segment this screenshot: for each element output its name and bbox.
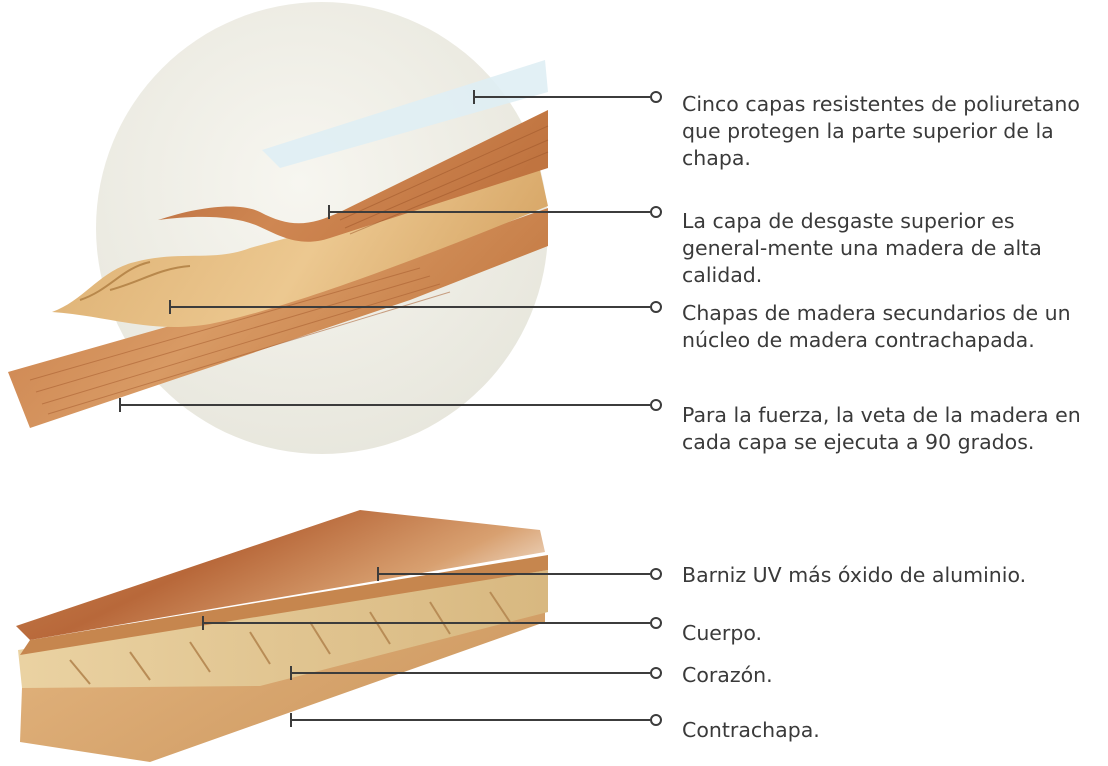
bottom-veneer — [8, 208, 548, 428]
leader-line-8 — [290, 713, 662, 727]
top-plank-veneer — [16, 510, 545, 640]
leader-lines — [119, 90, 662, 727]
core-strip-joints — [69, 591, 511, 685]
label-backing: Contrachapa. — [682, 718, 820, 742]
leader-line-1 — [473, 90, 662, 104]
bottom-veneer-grain — [29, 267, 451, 415]
leader-line-4 — [119, 398, 662, 412]
polyurethane-coat — [262, 60, 548, 168]
label-body: Cuerpo. — [682, 621, 763, 645]
label-secondary-veneers: Chapas de madera secundarios de un núcle… — [682, 301, 1071, 352]
bottom-illustration — [16, 510, 548, 762]
leader-line-6 — [202, 616, 662, 630]
label-uv-varnish: Barniz UV más óxido de aluminio. — [682, 563, 1027, 587]
core-strips — [18, 570, 548, 688]
leader-line-7 — [290, 666, 662, 680]
label-polyurethane-layers: Cinco capas resistentes de poliuretano q… — [682, 92, 1080, 170]
core-veneer — [52, 170, 548, 327]
top-illustration — [8, 2, 549, 454]
leader-line-2 — [328, 205, 662, 219]
leader-line-5 — [377, 567, 662, 581]
label-grain-direction: Para la fuerza, la veta de la madera en … — [682, 403, 1081, 454]
top-wear-grain — [339, 125, 549, 235]
core-ply-edges — [79, 261, 191, 301]
leader-line-3 — [169, 300, 662, 314]
body-layer — [20, 555, 548, 655]
top-wear-layer — [158, 110, 548, 242]
label-core: Corazón. — [682, 663, 773, 687]
label-wear-layer: La capa de desgaste superior es general-… — [682, 209, 1042, 287]
